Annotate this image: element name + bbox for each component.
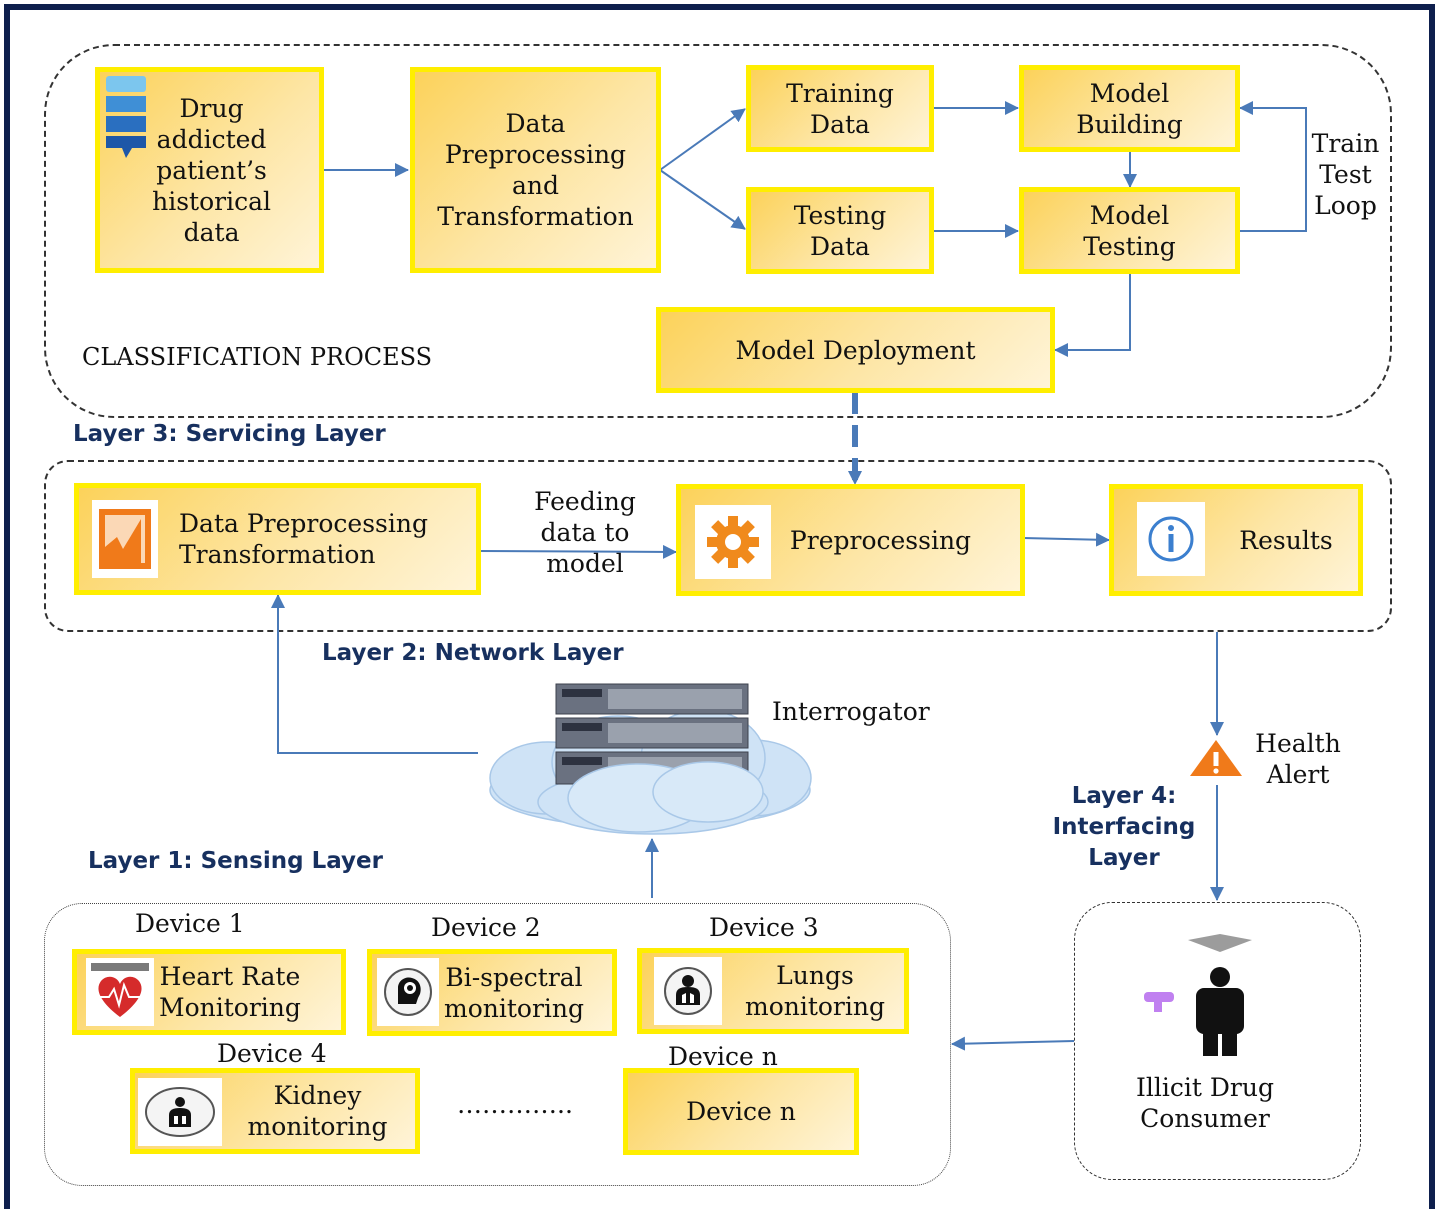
model-building-box: Model Building xyxy=(1019,65,1240,152)
interrogator-label: Interrogator xyxy=(772,697,930,726)
server-cloud-icon xyxy=(489,683,812,835)
consumer-label: Illicit Drug Consumer xyxy=(1136,1073,1274,1133)
health-alert-label: Health Alert xyxy=(1255,729,1341,789)
lungs-label: Lungs monitoring xyxy=(744,961,885,1021)
heart-rate-label: Heart Rate Monitoring xyxy=(159,962,301,1022)
testing-data-label: Testing Data xyxy=(793,200,887,261)
database-icon xyxy=(106,76,146,158)
classification-region xyxy=(44,44,1392,418)
device3-label: Device 3 xyxy=(709,913,819,942)
devicen-box-label: Device n xyxy=(686,1097,796,1126)
layer2-title: Layer 2: Network Layer xyxy=(322,640,624,666)
model-testing-box: Model Testing xyxy=(1019,187,1240,274)
sensing-layer-region xyxy=(44,903,951,1186)
outer-frame xyxy=(4,4,1435,1209)
layer1-title: Layer 1: Sensing Layer xyxy=(88,848,383,874)
model-deployment-label: Model Deployment xyxy=(735,335,976,365)
testing-data-box: Testing Data xyxy=(746,187,934,274)
devicen-box: Device n xyxy=(623,1068,859,1155)
layer3-data-preprocessing-label: Data Preprocessing Transformation xyxy=(179,509,428,569)
data-preprocessing-label: Data Preprocessing and Transformation xyxy=(437,109,634,231)
device-ellipsis: ………….. xyxy=(457,1090,573,1119)
warning-icon xyxy=(1190,740,1242,776)
interfacing-layer-region xyxy=(1074,902,1361,1180)
model-testing-label: Model Testing xyxy=(1083,200,1176,261)
feeding-data-label: Feeding data to model xyxy=(534,487,636,578)
device2-label: Device 2 xyxy=(431,913,541,942)
classification-region-label: CLASSIFICATION PROCESS xyxy=(82,343,433,371)
patient-data-box: Drug addicted patient’s historical data xyxy=(95,67,324,273)
training-data-label: Training Data xyxy=(786,78,894,139)
layer4-title: Layer 4: Interfacing Layer xyxy=(1052,783,1196,871)
layer3-preprocessing-label: Preprocessing xyxy=(789,525,972,555)
brain-icon xyxy=(377,958,439,1026)
lungs-icon xyxy=(654,957,722,1025)
servicing-layer-region xyxy=(44,460,1392,632)
model-building-label: Model Building xyxy=(1076,78,1183,139)
heart-icon xyxy=(86,958,154,1026)
device1-label: Device 1 xyxy=(135,909,245,938)
chart-icon xyxy=(92,500,158,578)
data-preprocessing-box: Data Preprocessing and Transformation xyxy=(410,67,661,273)
patient-data-label: Drug addicted patient’s historical data xyxy=(152,93,271,247)
train-test-loop-label: Train Test Loop xyxy=(1311,129,1380,220)
info-icon xyxy=(1137,502,1205,576)
results-label: Results xyxy=(1239,525,1333,555)
training-data-box: Training Data xyxy=(746,65,934,152)
kidney-icon xyxy=(138,1078,222,1146)
person-icon xyxy=(1144,934,1252,1056)
gear-icon xyxy=(695,505,771,579)
devicen-label: Device n xyxy=(668,1042,778,1071)
kidney-label: Kidney monitoring xyxy=(247,1081,388,1141)
layer3-title: Layer 3: Servicing Layer xyxy=(73,421,386,447)
device4-label: Device 4 xyxy=(217,1039,327,1068)
bispectral-label: Bi-spectral monitoring xyxy=(444,962,585,1023)
model-deployment-box: Model Deployment xyxy=(656,307,1055,393)
